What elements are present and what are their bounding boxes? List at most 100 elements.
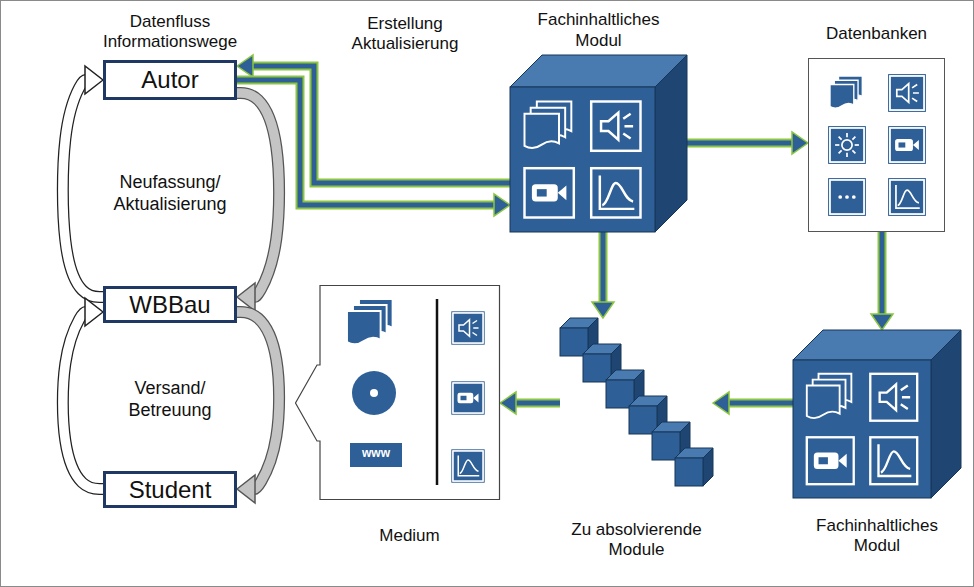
dot bbox=[852, 195, 856, 199]
flow-caption: Datenfluss Informationswege bbox=[90, 12, 250, 53]
process-box: Autor bbox=[103, 60, 237, 100]
arrow-head bbox=[792, 132, 808, 154]
process-box: Student bbox=[103, 471, 237, 509]
icon-square bbox=[591, 168, 640, 217]
cube-front bbox=[510, 87, 655, 232]
flow-arrow bbox=[63, 298, 103, 489]
flow-arrow bbox=[592, 232, 614, 318]
node-title: Fachinhaltliches Modul bbox=[524, 10, 674, 51]
icon-square bbox=[830, 128, 864, 162]
flow-arrow bbox=[237, 93, 279, 311]
chart-curve bbox=[460, 460, 479, 474]
camera-lens bbox=[473, 394, 478, 403]
arrow-head bbox=[592, 302, 614, 318]
cube-front bbox=[560, 328, 588, 356]
arrow-body bbox=[687, 141, 793, 146]
arrow-head bbox=[85, 298, 103, 326]
sun-ray bbox=[846, 153, 848, 157]
speaker-symbol bbox=[880, 384, 896, 410]
icon-frame bbox=[889, 127, 926, 164]
sound-lines bbox=[473, 321, 479, 336]
www-text: www bbox=[351, 446, 401, 460]
process-box: WBBau bbox=[103, 286, 237, 324]
chart-curve bbox=[881, 451, 910, 472]
sun-ray bbox=[852, 137, 855, 140]
chart-axes bbox=[878, 444, 911, 476]
arrow-outline bbox=[878, 232, 887, 315]
media-icon bbox=[829, 179, 866, 216]
cube-side bbox=[655, 55, 687, 232]
icon-frame bbox=[889, 75, 926, 112]
chart-axes bbox=[600, 176, 635, 209]
cube-side bbox=[703, 448, 713, 486]
icon-square bbox=[453, 383, 483, 413]
flow-arrow bbox=[500, 392, 560, 414]
icon-square bbox=[890, 180, 924, 214]
divider-line bbox=[436, 299, 439, 485]
camera-window bbox=[819, 457, 828, 464]
arrow-outline bbox=[599, 232, 608, 303]
media-icon bbox=[870, 437, 917, 484]
camera-window bbox=[537, 189, 547, 196]
arrow-head bbox=[494, 194, 510, 216]
cube-front bbox=[652, 432, 680, 460]
icon-frame bbox=[452, 312, 484, 344]
arrow-body bbox=[63, 312, 103, 489]
icon-square bbox=[525, 168, 574, 217]
arrow-outline bbox=[687, 139, 793, 148]
arrow-body bbox=[880, 232, 885, 315]
cube-front bbox=[583, 354, 611, 382]
sound-lines bbox=[901, 386, 910, 409]
www-symbol bbox=[350, 443, 402, 467]
arrow-outline bbox=[63, 312, 103, 489]
media-icon bbox=[452, 312, 484, 344]
media-icon bbox=[889, 75, 926, 112]
media-icon bbox=[807, 374, 852, 418]
shape-drawing bbox=[295, 285, 500, 500]
arrow-head bbox=[85, 66, 103, 94]
module-cube: Fachinhaltliches Modul bbox=[510, 55, 687, 232]
chart-curve bbox=[898, 190, 919, 205]
camera-body bbox=[814, 453, 839, 469]
flow-arrow bbox=[63, 66, 103, 297]
arrow-head bbox=[237, 55, 253, 77]
speaker-symbol bbox=[459, 320, 470, 337]
arrow-outline bbox=[728, 399, 793, 408]
box-label: Autor bbox=[141, 66, 198, 94]
flow-caption: Erstellung Aktualisierung bbox=[330, 14, 480, 55]
arrow-head bbox=[871, 314, 893, 330]
sun-ray bbox=[835, 144, 839, 146]
flow-caption: Neufassung/ Aktualisierung bbox=[103, 172, 238, 215]
cube-front bbox=[606, 380, 634, 408]
cube-front bbox=[629, 406, 657, 434]
chart-axes bbox=[896, 185, 920, 208]
icon-frame bbox=[889, 179, 926, 216]
sound-lines bbox=[912, 85, 919, 102]
arrow-head bbox=[237, 475, 255, 503]
media-icon bbox=[889, 127, 926, 164]
media-icon bbox=[525, 168, 574, 217]
node-title: Fachinhaltliches Modul bbox=[802, 516, 952, 557]
speaker-symbol bbox=[897, 84, 909, 103]
cube-side bbox=[931, 330, 961, 498]
media-icon bbox=[829, 127, 866, 164]
sound-lines bbox=[623, 114, 633, 139]
document-symbol bbox=[830, 85, 854, 109]
arrow-body bbox=[728, 401, 793, 406]
dot bbox=[838, 195, 842, 199]
arrow-head bbox=[713, 392, 729, 414]
sun-ray bbox=[846, 133, 848, 137]
camera-lens bbox=[838, 454, 846, 468]
database-panel: Datenbanken bbox=[808, 58, 945, 232]
media-icon bbox=[807, 437, 854, 484]
media-icon bbox=[452, 450, 484, 482]
node-title: Zu absolvierende Module bbox=[552, 520, 722, 561]
media-icon bbox=[889, 179, 926, 216]
cd-hole bbox=[370, 389, 378, 397]
arrow-outline bbox=[515, 399, 560, 408]
arrow-outline bbox=[237, 312, 279, 489]
icon-square bbox=[453, 451, 483, 481]
icon-square bbox=[890, 128, 924, 162]
media-icon bbox=[870, 374, 917, 421]
